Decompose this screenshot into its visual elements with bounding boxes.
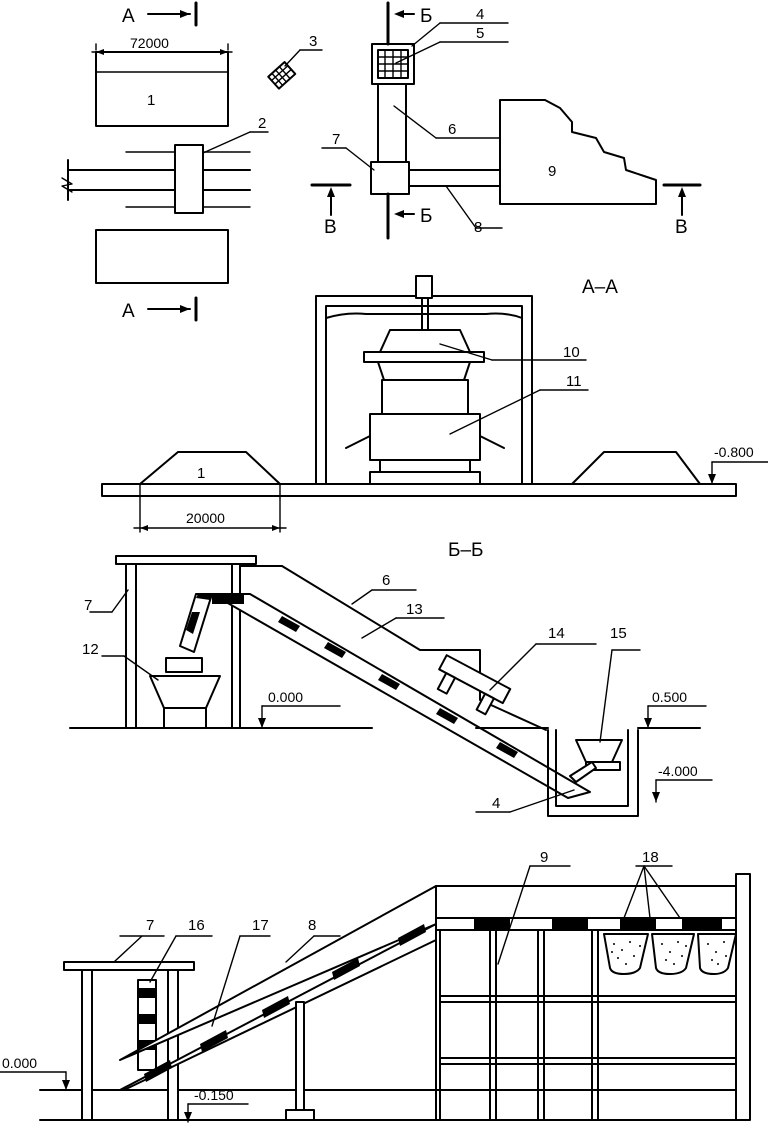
label-9: 9 (548, 163, 556, 180)
level-0500: 0.500 (652, 689, 687, 705)
title-a-a: А–А (582, 277, 618, 298)
dim-width: 20000 (186, 510, 225, 526)
label-2: 2 (258, 115, 266, 132)
bag (603, 933, 649, 975)
press (174, 144, 204, 214)
conveyor-17-stripes (144, 924, 426, 1082)
dim-length: 72000 (130, 35, 169, 51)
label-7: 7 (332, 131, 340, 148)
cut-v-right: В (675, 217, 688, 238)
conveyor-13-stripes (212, 594, 518, 758)
level-minus-0800: -0.800 (714, 444, 754, 460)
label-13: 13 (406, 601, 423, 618)
label-9-vv: 9 (540, 849, 548, 866)
cut-b-bottom: Б (420, 206, 432, 227)
storage-plan (499, 99, 657, 205)
crusher-house-plan (370, 161, 410, 195)
cut-a-top: А (122, 6, 135, 27)
label-7-bb: 7 (84, 597, 92, 614)
plan-view: 72000 1 2 А А 3 (61, 1, 323, 322)
conveyor-9-stripes (474, 918, 722, 930)
cut-b-top: Б (420, 6, 432, 27)
label-14: 14 (548, 625, 565, 642)
plan-view-right: 4 5 6 7 8 9 Б Б В (310, 1, 702, 240)
level-minus-4000: -4.000 (658, 763, 698, 779)
warehouse-bottom (95, 229, 229, 284)
label-16: 16 (188, 917, 205, 934)
section-a-a: А–А 1 20000 -0.800 (101, 275, 768, 533)
label-11: 11 (566, 373, 582, 390)
label-10: 10 (563, 344, 580, 361)
label-1-section: 1 (197, 465, 205, 482)
level-0000-a: 0.000 (268, 689, 303, 705)
warehouse-top (95, 51, 229, 127)
section-b-b: Б–Б 0.000 7 12 (69, 540, 713, 817)
label-12: 12 (82, 641, 99, 658)
label-1: 1 (147, 92, 155, 109)
bag (651, 933, 695, 975)
section-v-v: 0.000 -0.150 7 16 1 (0, 849, 751, 1123)
label-5: 5 (476, 25, 484, 42)
label-4: 4 (476, 6, 484, 23)
label-18: 18 (642, 849, 659, 866)
label-3: 3 (309, 33, 317, 50)
label-6: 6 (448, 121, 456, 138)
level-0000-b: 0.000 (2, 1055, 37, 1071)
label-4-bb: 4 (492, 795, 500, 812)
label-17: 17 (252, 917, 269, 934)
title-b-b: Б–Б (448, 540, 484, 561)
label-7-vv: 7 (146, 917, 154, 934)
cut-a-bottom: А (122, 301, 135, 322)
label-6-bb: 6 (382, 572, 390, 589)
label-8-vv: 8 (308, 917, 316, 934)
level-minus-0150: -0.150 (194, 1087, 234, 1103)
label-8: 8 (474, 219, 482, 236)
bag (697, 933, 737, 975)
label-15: 15 (610, 625, 627, 642)
cut-v-left: В (324, 217, 337, 238)
